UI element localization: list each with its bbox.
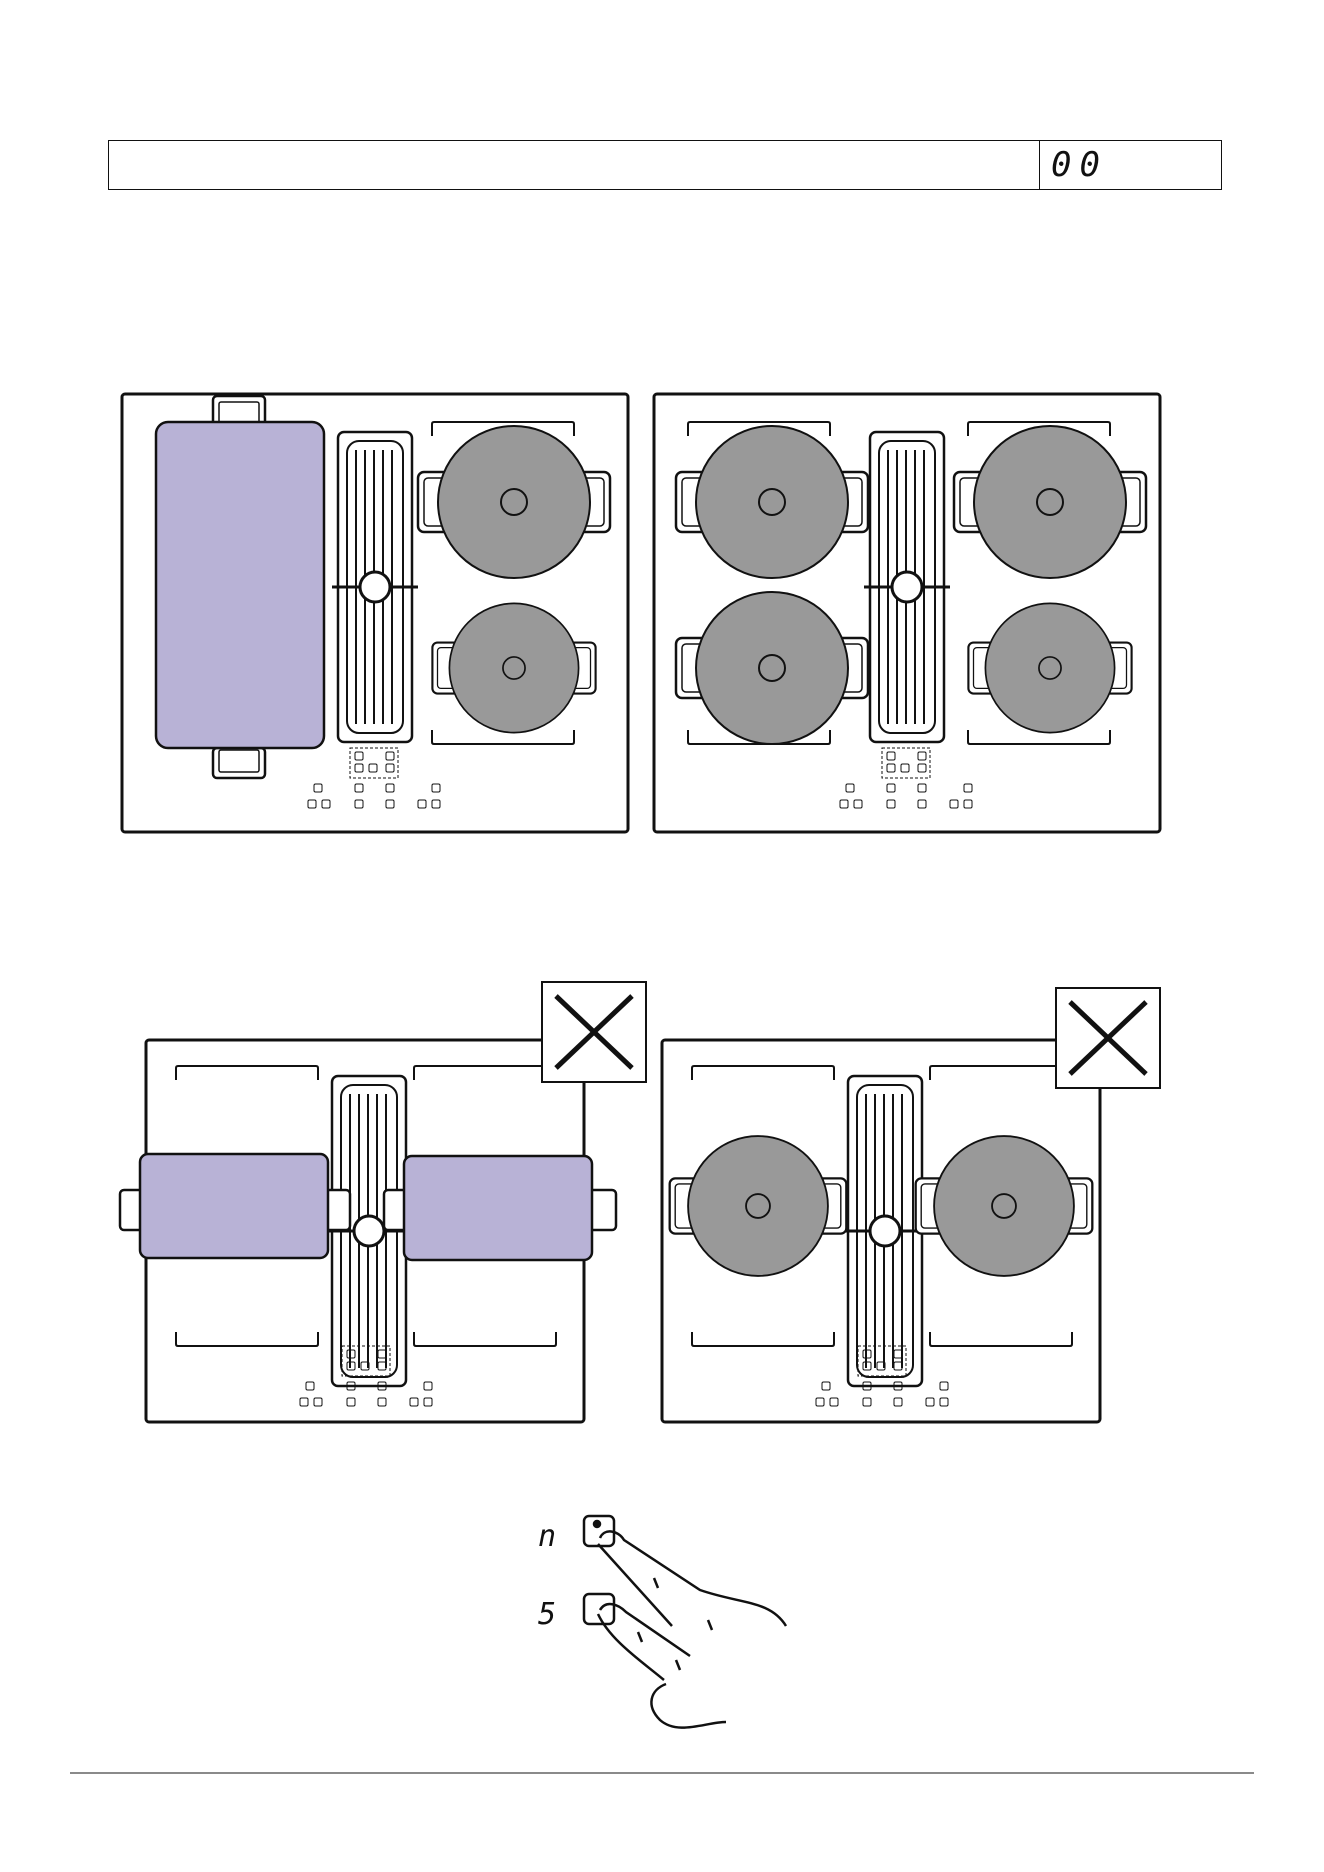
griddle-bridge-zone — [156, 422, 324, 748]
cooktop-figure-wrong-griddles — [120, 982, 646, 1422]
cooktop-figure-bridge-griddle — [122, 394, 628, 832]
griddle-left — [140, 1154, 328, 1258]
not-allowed-mark-1 — [542, 982, 646, 1082]
cooktop-figure-four-pots — [654, 394, 1160, 832]
key-bottom — [584, 1594, 614, 1624]
footer-rule — [70, 1772, 1254, 1774]
hand-pressing-keys — [584, 1516, 786, 1728]
key-label-bottom: 5 — [538, 1597, 556, 1632]
cooktop-figure-wrong-pots — [662, 988, 1160, 1422]
key-label-top: n — [538, 1519, 556, 1554]
not-allowed-mark-2 — [1056, 988, 1160, 1088]
griddle-right — [404, 1156, 592, 1260]
